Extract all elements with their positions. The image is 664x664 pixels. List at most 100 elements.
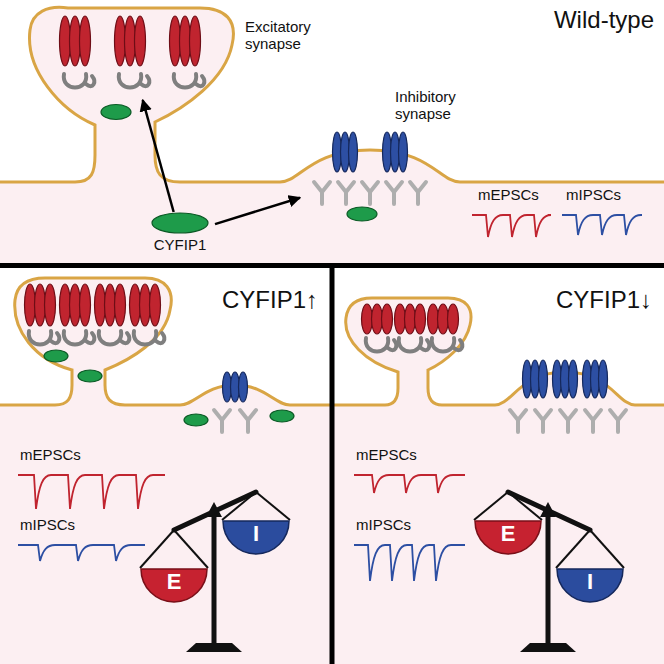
receptor-subunit xyxy=(372,304,383,334)
cell-interior xyxy=(0,278,330,664)
receptor-subunit xyxy=(190,16,201,66)
receptor-subunit xyxy=(70,16,81,66)
cell-interior xyxy=(334,298,664,664)
receptor-subunit xyxy=(25,284,36,326)
trace-label: mEPSCs xyxy=(478,186,539,203)
scaffold-protein xyxy=(535,410,551,432)
receptor-subunit xyxy=(428,304,439,334)
scaffold-protein xyxy=(119,74,149,88)
scaffold-protein xyxy=(410,182,426,204)
pan-letter: I xyxy=(556,569,624,594)
receptor-subunit xyxy=(80,16,91,66)
panel-title: CYFIP1↑ xyxy=(222,286,318,314)
receptor-subunit xyxy=(130,284,141,326)
pan-letter: E xyxy=(140,569,208,594)
receptor xyxy=(333,132,358,172)
scale-post xyxy=(546,511,551,645)
receptor-subunit xyxy=(135,16,146,66)
scaffold-protein xyxy=(314,182,330,204)
panel: Excitatory synapseInhibitory synapseCYFI… xyxy=(0,0,664,263)
balance-pan: I xyxy=(556,568,624,602)
scaffold-protein xyxy=(610,410,626,432)
scaffold-protein xyxy=(64,74,94,88)
receptor xyxy=(60,284,91,326)
scaffold-protein xyxy=(510,410,526,432)
receptor-subunit xyxy=(395,304,406,334)
scaffold-protein xyxy=(99,331,129,345)
balance-pan: I xyxy=(222,520,290,554)
scale-string xyxy=(256,492,290,520)
receptor xyxy=(223,372,248,402)
receptor-subunit xyxy=(140,284,151,326)
scaffold-protein xyxy=(585,410,601,432)
arrow-connector xyxy=(215,198,300,224)
pan-bowl xyxy=(223,521,289,554)
balance-pan: E xyxy=(474,520,542,554)
receptor-subunit xyxy=(95,284,106,326)
current-trace xyxy=(354,475,465,493)
cyfip1-protein xyxy=(78,370,102,382)
trace-label: mEPSCs xyxy=(356,446,417,463)
current-trace xyxy=(18,545,145,561)
receptor-subunit xyxy=(35,284,46,326)
receptor-subunit xyxy=(438,304,449,334)
scale-post xyxy=(212,511,217,645)
current-trace xyxy=(354,545,465,581)
receptor xyxy=(583,360,608,398)
panel-title: CYFIP1↓ xyxy=(556,286,652,314)
scale-string xyxy=(222,492,256,520)
pan-bowl xyxy=(557,569,623,602)
receptor-subunit xyxy=(150,284,161,326)
receptor-subunit xyxy=(399,132,408,172)
receptor-subunit xyxy=(599,360,608,398)
receptor-subunit xyxy=(448,304,459,334)
scale-string xyxy=(140,530,174,568)
receptor-subunit xyxy=(105,284,116,326)
scaffold-protein xyxy=(134,331,164,345)
cyfip1-protein: CYFIP1 xyxy=(145,212,215,258)
trace-label: mIPSCs xyxy=(20,516,75,533)
scaffold-protein xyxy=(399,338,429,352)
scale-string xyxy=(508,492,542,520)
receptor xyxy=(25,284,56,326)
scaffold-protein xyxy=(29,331,59,345)
cyfip1-ellipse xyxy=(152,213,208,233)
scaffold-protein xyxy=(214,410,230,432)
receptor-subunit xyxy=(115,284,126,326)
receptor xyxy=(383,132,408,172)
receptor-subunit xyxy=(382,304,393,334)
current-trace xyxy=(18,475,165,509)
cyfip1-protein xyxy=(44,350,68,362)
inhibitory-synapse: Inhibitory synapse xyxy=(300,140,440,212)
structure-label: CYFIP1 xyxy=(145,236,215,253)
pan-letter: E xyxy=(474,521,542,546)
membrane xyxy=(0,278,330,405)
balance-scale xyxy=(140,492,290,652)
receptor-subunit xyxy=(239,372,248,402)
trace-label: mIPSCs xyxy=(356,516,411,533)
cyfip1-protein xyxy=(270,410,294,422)
protein-shape xyxy=(145,212,215,234)
scaffold-protein xyxy=(240,410,256,432)
synapse-details xyxy=(18,16,642,581)
panel: EI CYFIP1↓ xyxy=(334,268,664,664)
trace-label: mEPSCs xyxy=(20,446,81,463)
structure-label: Inhibitory synapse xyxy=(395,88,479,123)
scaffold-protein xyxy=(366,338,396,352)
scaffold-protein xyxy=(338,182,354,204)
receptor-subunit xyxy=(60,16,71,66)
receptor-subunit xyxy=(60,284,71,326)
pan-bowl xyxy=(141,569,207,602)
scale-string xyxy=(590,530,624,568)
cyfip1-protein xyxy=(347,207,377,221)
panel: EI CYFIP1↑ xyxy=(0,268,330,664)
pan-letter: I xyxy=(222,521,290,546)
receptor xyxy=(523,360,548,398)
receptor-subunit xyxy=(125,16,136,66)
receptor-subunit xyxy=(80,284,91,326)
membrane xyxy=(334,298,664,405)
receptor-subunit xyxy=(180,16,191,66)
receptor xyxy=(60,16,91,66)
